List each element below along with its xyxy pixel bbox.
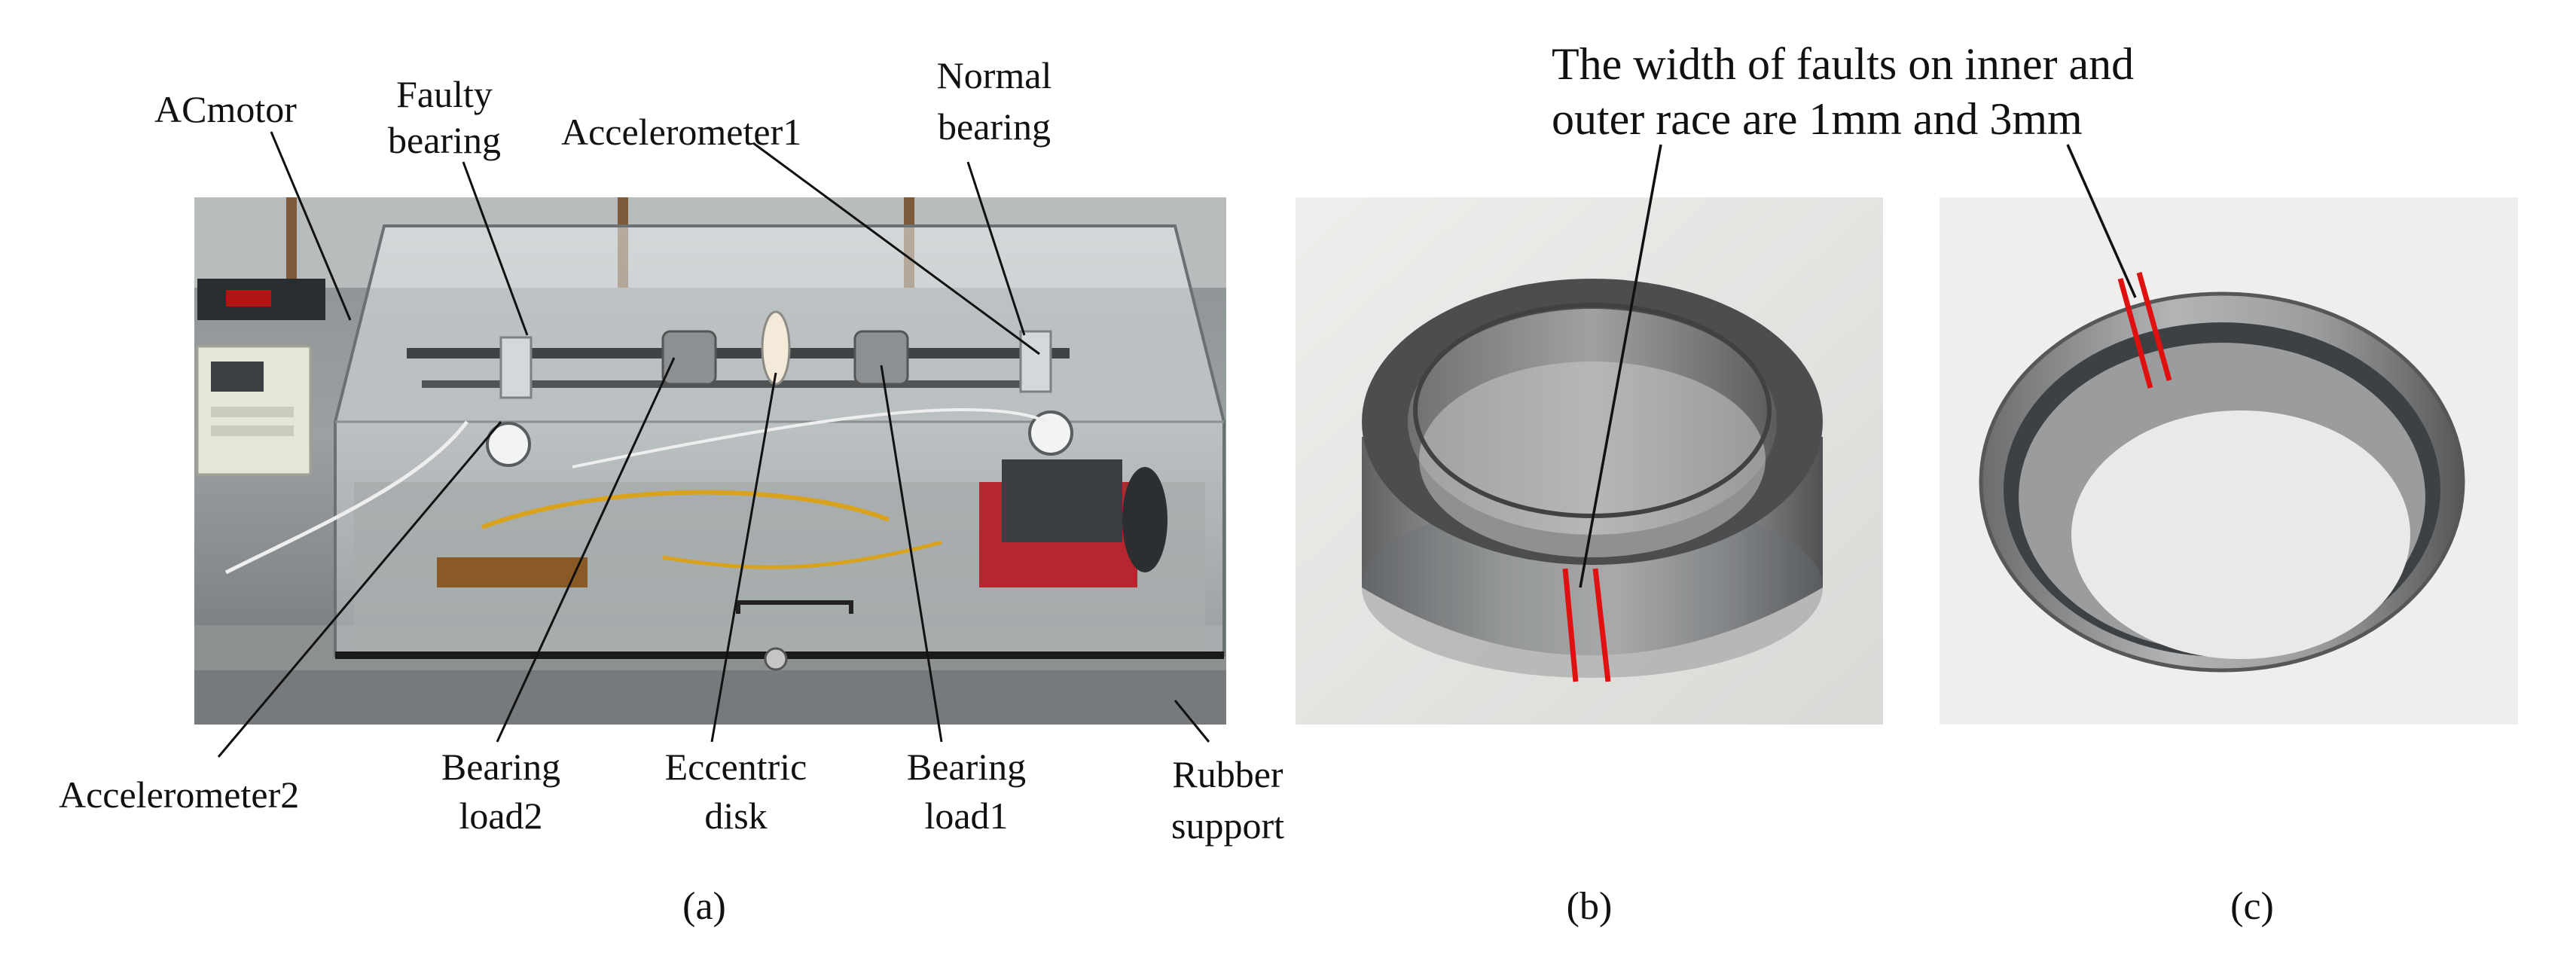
panel-b-photo <box>1296 197 1883 725</box>
label-faulty-bearing-line1: Faulty <box>396 73 493 115</box>
label-rubber-support-line2: support <box>1171 804 1284 847</box>
label-bearing-load2-line1: Bearing <box>441 746 560 788</box>
fault-mark-b-right <box>1592 568 1611 682</box>
fault-mark-b-left <box>1562 568 1579 682</box>
label-rubber-support-line1: Rubber <box>1172 753 1283 795</box>
label-normal-bearing-line2: bearing <box>938 105 1051 148</box>
label-eccentric-disk-line1: Eccentric <box>665 746 807 788</box>
leader-bearing-load2 <box>496 357 676 743</box>
annotation-line1: The width of faults on inner and <box>1552 39 2134 89</box>
caption-c: (c) <box>2230 885 2274 928</box>
leader-accelerometer1 <box>752 142 1040 355</box>
label-ac-motor: ACmotor <box>154 88 297 130</box>
caption-b: (b) <box>1567 885 1613 928</box>
annotation-line2: outer race are 1mm and 3mm <box>1552 94 2083 144</box>
panel-c-photo <box>1940 197 2518 725</box>
label-bearing-load2-line2: load2 <box>459 795 542 837</box>
fault-mark-c-left <box>2117 278 2153 389</box>
fault-mark-c-right <box>2136 272 2172 381</box>
label-accelerometer2: Accelerometer2 <box>59 773 299 816</box>
label-eccentric-disk-line2: disk <box>704 795 767 837</box>
label-normal-bearing-line1: Normal <box>937 54 1052 96</box>
leader-accelerometer2 <box>217 421 502 758</box>
label-faulty-bearing-line2: bearing <box>388 119 501 161</box>
leader-annotation-c <box>2066 144 2137 298</box>
fault-width-annotation: The width of faults on inner and outer r… <box>1552 39 2137 588</box>
panel-a-leader-lines <box>217 131 1210 758</box>
label-accelerometer1: Accelerometer1 <box>561 111 801 153</box>
label-bearing-load1-line2: load1 <box>924 795 1008 837</box>
leader-faulty-bearing <box>462 161 529 336</box>
caption-a: (a) <box>682 885 726 928</box>
leader-normal-bearing <box>966 161 1026 336</box>
label-bearing-load1-line1: Bearing <box>907 746 1026 788</box>
motor-controller <box>196 279 325 476</box>
leader-bearing-load1 <box>880 365 943 743</box>
leader-ac-motor <box>270 131 352 321</box>
panel-a-callouts: ACmotor Faulty bearing Accelerometer1 No… <box>59 54 1284 847</box>
leader-eccentric-disk <box>710 372 777 743</box>
panel-a-photo <box>194 197 1226 725</box>
leader-annotation-b <box>1579 144 1662 588</box>
leader-rubber-support <box>1174 700 1210 743</box>
